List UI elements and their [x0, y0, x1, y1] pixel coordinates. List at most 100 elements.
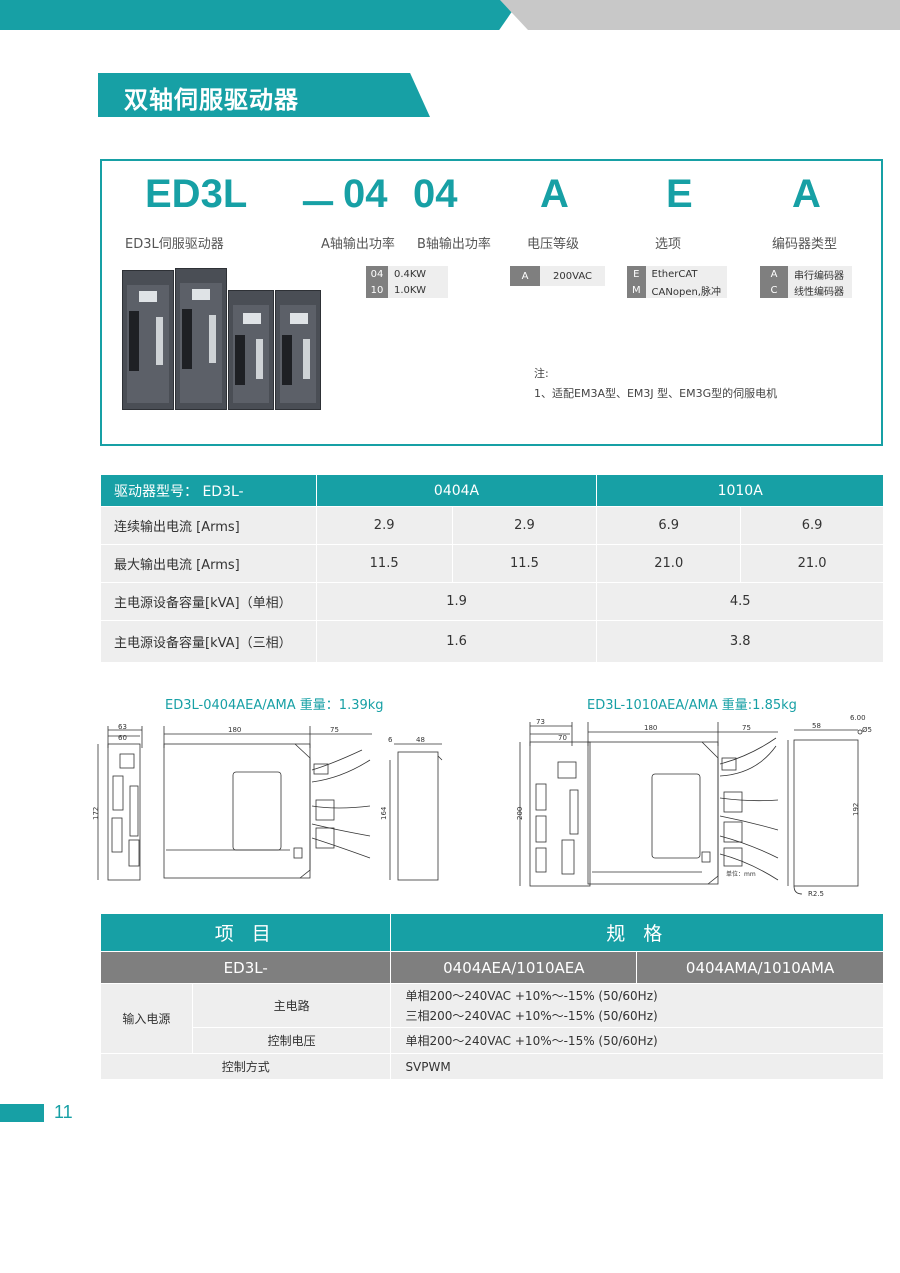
dim-58: 58: [812, 722, 821, 730]
option-code: M: [627, 282, 646, 298]
dim-48: 48: [416, 736, 425, 744]
table-subheader-row: ED3L- 0404AEA/1010AEA 0404AMA/1010AMA: [99, 951, 884, 984]
model-0404a: 0404A: [315, 474, 598, 507]
label-a-power: A轴输出功率: [321, 237, 395, 252]
drive-unit: [275, 290, 321, 410]
section-title: 双轴伺服驱动器: [124, 86, 299, 114]
label-voltage: 电压等级: [527, 237, 580, 252]
table-row: 连续输出电流 [Arms] 2.9 2.9 6.9 6.9: [100, 506, 884, 545]
variant-ama: 0404AMA/1010AMA: [636, 951, 884, 984]
dim-60: 60: [118, 734, 127, 742]
option-code: 04: [366, 266, 388, 282]
dim-192: 192: [852, 803, 860, 816]
general-spec-table: 项 目 规 格 ED3L- 0404AEA/1010AEA 0404AMA/10…: [99, 913, 884, 1080]
table-header-row: 项 目 规 格: [99, 913, 884, 952]
cell-value: 1.6: [315, 620, 598, 663]
dim-172: 172: [92, 807, 100, 820]
control-method-spec: SVPWM: [390, 1053, 884, 1080]
option-code: E: [627, 266, 646, 282]
model-code-box: [100, 159, 883, 446]
label-encoder: 编码器类型: [772, 237, 838, 252]
model-1010a: 1010A: [596, 474, 884, 507]
main-circuit-spec: 单相200～240VAC +10%～-15% (50/60Hz) 三相200～2…: [390, 983, 884, 1028]
dim-200: 200: [516, 807, 524, 820]
table-row: 主电源设备容量[kVA]（单相） 1.9 4.5: [100, 582, 884, 621]
table-row: 控制电压 单相200～240VAC +10%～-15% (50/60Hz): [101, 1027, 884, 1054]
cell-value: 11.5: [315, 544, 453, 583]
dim-180: 180: [228, 726, 241, 734]
header-stripe-teal: [0, 0, 520, 30]
cell-value: 11.5: [451, 544, 598, 583]
page-number: 11: [54, 1102, 73, 1122]
current-spec-table: 驱动器型号： ED3L- 0404A 1010A 连续输出电流 [Arms] 2…: [100, 474, 884, 663]
option-code: A: [510, 266, 540, 286]
dim-6: 6.00: [850, 714, 866, 722]
option-value: EtherCAT: [645, 266, 727, 282]
table-row: 控制方式 SVPWM: [99, 1053, 884, 1080]
row-label: 连续输出电流 [Arms]: [100, 506, 317, 545]
model-label: ED3L-: [99, 951, 392, 984]
header-spec: 规 格: [390, 913, 884, 952]
option-value: CANopen,脉冲: [645, 282, 727, 298]
row-label: 主电源设备容量[kVA]（三相）: [100, 620, 317, 663]
main-circuit-spec-three: 三相200～240VAC +10%～-15% (50/60Hz): [405, 1008, 658, 1023]
drive-unit: [228, 290, 274, 410]
option-code: A: [760, 266, 788, 282]
dim-164: 164: [380, 806, 388, 820]
note-title: 注:: [534, 367, 549, 380]
code-a-power: 04: [343, 172, 388, 216]
drive-unit: [122, 270, 174, 410]
table-header-row: 驱动器型号： ED3L- 0404A 1010A: [100, 474, 884, 507]
cell-value: 2.9: [315, 506, 453, 545]
drawing-title-left: ED3L-0404AEA/AMA 重量：1.39kg: [165, 698, 384, 713]
main-circuit-spec-single: 单相200～240VAC +10%～-15% (50/60Hz): [405, 988, 658, 1003]
label-series: ED3L伺服驱动器: [125, 237, 224, 252]
header-item: 项 目: [99, 913, 392, 952]
dim-75: 75: [330, 726, 339, 734]
page-number-bar: [0, 1104, 44, 1122]
note-text: 1、适配EM3A型、EM3J 型、EM3G型的伺服电机: [534, 387, 778, 400]
dim-hole: Ø5: [862, 726, 872, 734]
dim-70: 70: [558, 734, 567, 742]
cell-value: 6.9: [596, 506, 742, 545]
drive-unit: [175, 268, 227, 410]
header-stripe-gray: [500, 0, 900, 30]
dimension-drawing-right: 73 70 180 75 58 6.00 Ø5 200 192 R2.5 单位：…: [516, 714, 872, 898]
code-dash: －: [298, 183, 338, 227]
control-voltage-spec: 单相200～240VAC +10%～-15% (50/60Hz): [390, 1027, 884, 1054]
cell-value: 3.8: [596, 620, 884, 663]
code-series: ED3L: [145, 172, 248, 216]
dim-180: 180: [644, 724, 657, 732]
section-title-bar: [98, 73, 430, 117]
cell-value: 6.9: [740, 506, 884, 545]
model-header-label: 驱动器型号： ED3L-: [100, 474, 317, 507]
dim-63: 63: [118, 723, 127, 731]
code-encoder: A: [792, 172, 821, 216]
code-voltage: A: [540, 172, 569, 216]
cell-value: 4.5: [596, 582, 884, 621]
dimension-drawing-left: 63 60 180 75 6 48 172 164: [92, 723, 443, 881]
row-label: 最大输出电流 [Arms]: [100, 544, 317, 583]
code-option: E: [666, 172, 693, 216]
dim-73: 73: [536, 718, 545, 726]
label-option: 选项: [655, 237, 682, 252]
option-code: C: [760, 282, 788, 298]
option-value: 线性编码器: [788, 282, 852, 298]
table-row: 输入电源 主电路 单相200～240VAC +10%～-15% (50/60Hz…: [100, 983, 884, 1054]
dim-75: 75: [742, 724, 751, 732]
control-method-label: 控制方式: [99, 1053, 392, 1080]
product-photo: [122, 268, 322, 413]
option-value: 串行编码器: [788, 266, 852, 282]
drawing-title-right: ED3L-1010AEA/AMA 重量:1.85kg: [587, 698, 797, 713]
control-voltage-label: 控制电压: [191, 1027, 392, 1054]
option-value: 1.0KW: [388, 282, 448, 298]
table-row: 最大输出电流 [Arms] 11.5 11.5 21.0 21.0: [100, 544, 884, 583]
option-code: 10: [366, 282, 388, 298]
cell-value: 2.9: [451, 506, 598, 545]
cell-value: 21.0: [740, 544, 884, 583]
table-row: 主电源设备容量[kVA]（三相） 1.6 3.8: [100, 620, 884, 663]
variant-aea: 0404AEA/1010AEA: [390, 951, 638, 984]
